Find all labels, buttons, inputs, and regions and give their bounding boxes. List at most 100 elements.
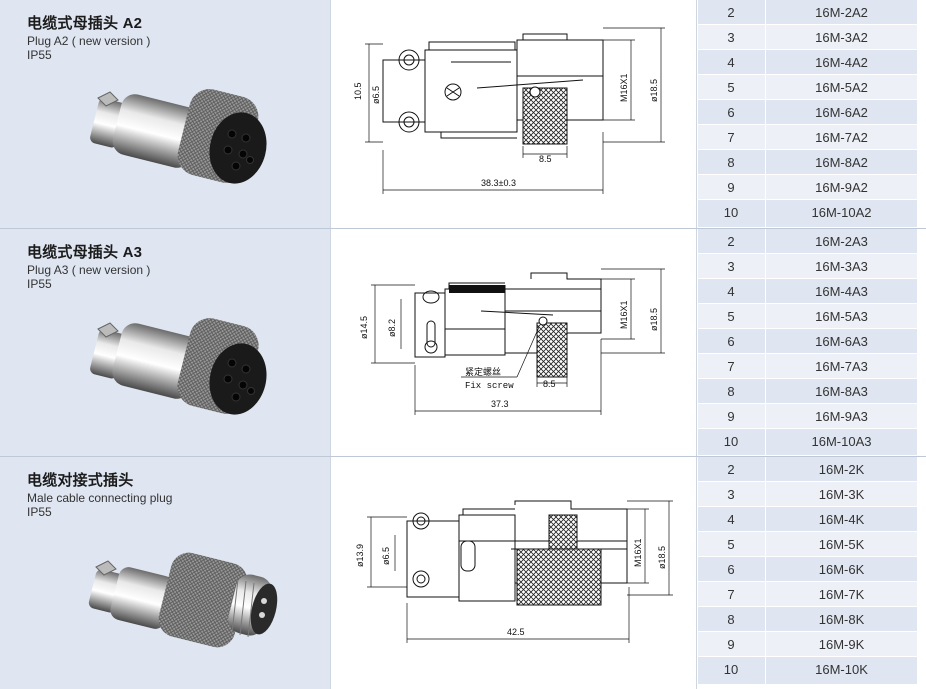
drawing-svg: ø13.9 ø6.5 M16X1 ø18.5 42.5	[355, 500, 673, 643]
table-row: 7 16M-7K	[698, 582, 917, 607]
pin-count: 5	[727, 309, 735, 324]
table-row: 5 16M-5K	[698, 532, 917, 557]
product-photo	[88, 552, 278, 648]
pin-count: 10	[723, 434, 739, 449]
technical-drawing: ø14.5 ø8.2 M16X1 ø18.5 8.5 37.3 紧定螺丝 Fix…	[330, 229, 697, 456]
dim-label: M16X1	[619, 73, 629, 102]
model-number: 16M-10A3	[765, 429, 917, 455]
drawing-svg: ø14.5 ø8.2 M16X1 ø18.5 8.5 37.3 紧定螺丝 Fix…	[359, 268, 665, 415]
model-number: 16M-4K	[765, 507, 917, 531]
dim-label: ø6.5	[381, 547, 391, 565]
model-number: 16M-6A3	[765, 329, 917, 353]
product-title: 电缆式母插头 A2	[27, 15, 143, 32]
pin-count: 7	[727, 587, 735, 602]
pin-count: 7	[727, 359, 735, 374]
dim-label: 38.3±0.3	[481, 178, 516, 188]
pin-count: 5	[727, 80, 735, 95]
model-number: 16M-7K	[765, 582, 917, 606]
dim-label: 10.5	[353, 82, 363, 100]
pin-count: 10	[723, 662, 739, 677]
technical-drawing: ø13.9 ø6.5 M16X1 ø18.5 42.5	[330, 457, 697, 689]
dim-label: ø18.5	[649, 79, 659, 102]
dim-label: ø14.5	[359, 316, 369, 339]
table-row: 10 16M-10A3	[698, 429, 917, 456]
dim-label: 37.3	[491, 399, 509, 409]
pin-count: 6	[727, 334, 735, 349]
model-number: 16M-6A2	[765, 100, 917, 124]
table-row: 5 16M-5A2	[698, 75, 917, 100]
callout-label-cn: 紧定螺丝	[465, 366, 501, 378]
product-section-a3: 电缆式母插头 A3 Plug A3 ( new version ) IP55	[0, 229, 926, 456]
model-number: 16M-4A3	[765, 279, 917, 303]
product-rating: IP55	[27, 505, 52, 519]
model-number: 16M-4A2	[765, 50, 917, 74]
dim-label: ø13.9	[355, 544, 365, 567]
dim-label: 8.5	[539, 154, 552, 164]
pin-count: 5	[727, 537, 735, 552]
model-number: 16M-9A2	[765, 175, 917, 199]
dim-label: 8.5	[543, 379, 556, 389]
model-number: 16M-5K	[765, 532, 917, 556]
model-number: 16M-6K	[765, 557, 917, 581]
model-number: 16M-5A3	[765, 304, 917, 328]
pin-count: 6	[727, 105, 735, 120]
model-number: 16M-3A3	[765, 254, 917, 278]
dim-label: ø8.2	[387, 319, 397, 337]
pin-count: 2	[727, 234, 735, 249]
product-rating: IP55	[27, 277, 52, 291]
table-row: 7 16M-7A3	[698, 354, 917, 379]
pin-count: 3	[727, 259, 735, 274]
table-row: 4 16M-4A2	[698, 50, 917, 75]
dim-label: ø18.5	[649, 308, 659, 331]
pin-count: 9	[727, 180, 735, 195]
drawing-svg: 10.5 ø6.5 M16X1 ø18.5 8.5 38.3±0.3	[353, 27, 665, 194]
model-number: 16M-2K	[765, 457, 917, 481]
model-number: 16M-2A3	[765, 229, 917, 253]
product-info-panel: 电缆式母插头 A3 Plug A3 ( new version ) IP55	[0, 229, 330, 456]
pin-count: 4	[727, 55, 735, 70]
table-row: 9 16M-9A2	[698, 175, 917, 200]
dim-label: 42.5	[507, 627, 525, 637]
model-number: 16M-9K	[765, 632, 917, 656]
product-subtitle: Plug A2 ( new version )	[27, 34, 151, 48]
product-info-panel: 电缆对接式插头 Male cable connecting plug IP55	[0, 457, 330, 689]
pin-count: 4	[727, 512, 735, 527]
table-row: 9 16M-9K	[698, 632, 917, 657]
dim-label: ø18.5	[657, 546, 667, 569]
table-row: 5 16M-5A3	[698, 304, 917, 329]
product-photo	[90, 89, 267, 184]
pin-count: 10	[723, 205, 739, 220]
model-number: 16M-7A3	[765, 354, 917, 378]
model-number: 16M-8K	[765, 607, 917, 631]
pin-count: 9	[727, 637, 735, 652]
model-number: 16M-9A3	[765, 404, 917, 428]
table-row: 2 16M-2A3	[698, 229, 917, 254]
pin-count: 2	[727, 462, 735, 477]
table-row: 8 16M-8A2	[698, 150, 917, 175]
pin-count: 7	[727, 130, 735, 145]
product-photo	[90, 318, 267, 415]
product-title: 电缆对接式插头	[27, 472, 134, 489]
model-number: 16M-8A2	[765, 150, 917, 174]
technical-drawing: 10.5 ø6.5 M16X1 ø18.5 8.5 38.3±0.3	[330, 0, 697, 228]
table-row: 2 16M-2K	[698, 457, 917, 482]
pin-count: 8	[727, 612, 735, 627]
model-number: 16M-5A2	[765, 75, 917, 99]
dim-label: M16X1	[619, 300, 629, 329]
pin-count: 8	[727, 155, 735, 170]
table-row: 6 16M-6A3	[698, 329, 917, 354]
product-section-k: 电缆对接式插头 Male cable connecting plug IP55	[0, 457, 926, 689]
table-row: 6 16M-6A2	[698, 100, 917, 125]
model-number: 16M-3A2	[765, 25, 917, 49]
product-subtitle: Male cable connecting plug	[27, 491, 173, 505]
model-number: 16M-2A2	[765, 0, 917, 24]
pin-count: 9	[727, 409, 735, 424]
product-title: 电缆式母插头 A3	[27, 244, 143, 261]
